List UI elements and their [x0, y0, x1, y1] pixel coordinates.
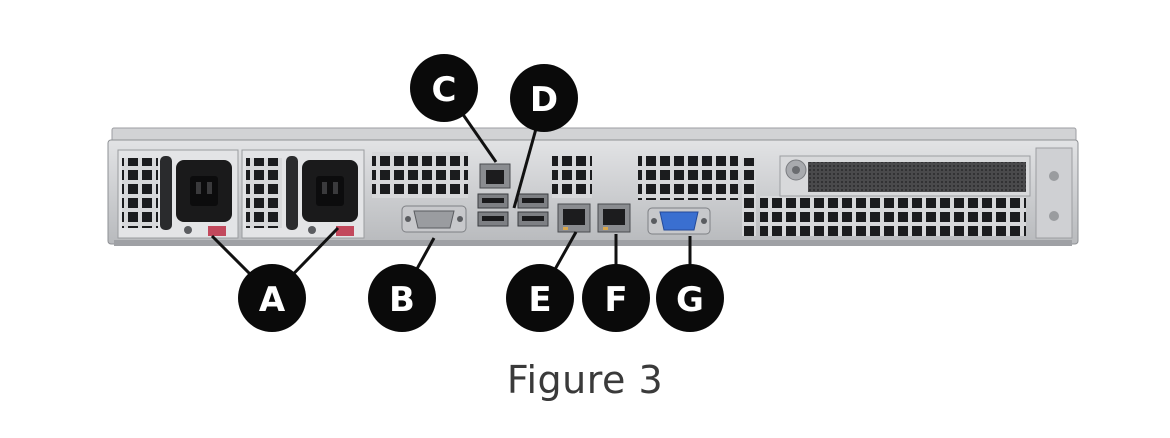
- expansion-slot-cover: [779, 155, 1031, 197]
- callout-d-label: D: [530, 80, 558, 120]
- callout-d: D: [510, 64, 578, 132]
- callout-b: B: [368, 264, 436, 332]
- usb-ports: [477, 193, 549, 227]
- callout-f-label: F: [604, 280, 627, 320]
- callout-f: F: [582, 264, 650, 332]
- callout-e: E: [506, 264, 574, 332]
- lan-port-2: [597, 203, 631, 233]
- callout-c-circle: [410, 54, 478, 122]
- callout-f-circle: [582, 264, 650, 332]
- lan-port-1: [557, 203, 591, 233]
- figure-caption: Figure 3: [506, 358, 664, 402]
- callout-c: C: [410, 54, 478, 122]
- power-supply-2: [241, 149, 365, 239]
- serial-port: [401, 205, 467, 233]
- callout-b-label: B: [389, 280, 415, 320]
- callout-g: G: [656, 264, 724, 332]
- callout-c-label: C: [432, 70, 457, 110]
- io-panel-vents: [372, 152, 1026, 236]
- callout-a: A: [238, 264, 306, 332]
- callout-e-circle: [506, 264, 574, 332]
- callout-e-label: E: [528, 280, 551, 320]
- management-lan-port: [479, 163, 511, 189]
- callout-b-circle: [368, 264, 436, 332]
- vga-port: [647, 207, 711, 235]
- callout-d-circle: [510, 64, 578, 132]
- callout-g-circle: [656, 264, 724, 332]
- callout-a-label: A: [259, 280, 286, 320]
- power-supply-1: [117, 149, 239, 239]
- callout-a-circle: [238, 264, 306, 332]
- callout-g-label: G: [676, 280, 704, 320]
